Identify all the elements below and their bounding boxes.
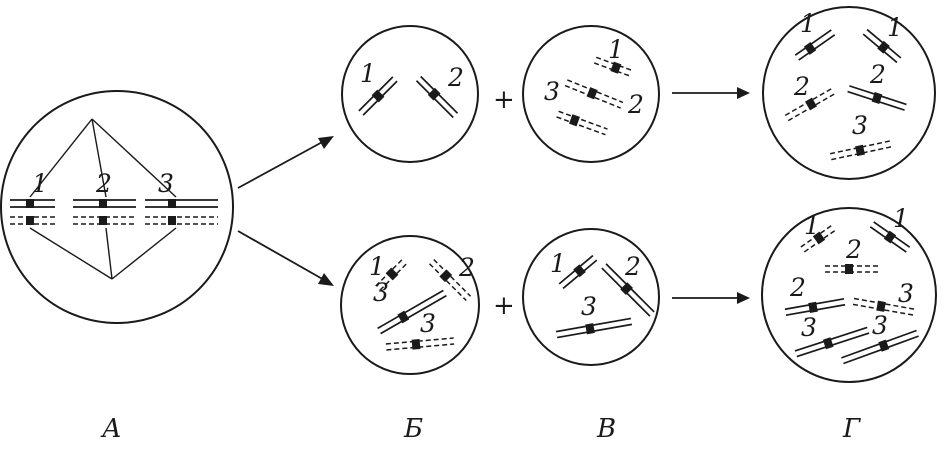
label-cell-v: В: [596, 414, 616, 444]
cell-g-top-chromosome-1a: [794, 29, 836, 61]
cell-g-top-chromosome-2b: [847, 85, 907, 111]
cell-v-bottom-label-2: 2: [624, 252, 641, 281]
cell-b-bottom-membrane: [340, 235, 480, 375]
cell-b-top: 1 2: [341, 25, 479, 163]
arrow-a-to-b-bottom: [237, 230, 334, 286]
cell-g-top-label-2b: 2: [869, 60, 886, 89]
arrow-a-to-b-top: [237, 136, 334, 189]
label-cell-a: А: [100, 414, 122, 444]
cell-a-bivalent-3: [145, 199, 218, 225]
cell-b-bottom-label-3a: 3: [373, 278, 389, 307]
cell-g-top-chromosome-2a: [784, 86, 838, 122]
cell-g-bottom-label-3a: 3: [898, 279, 914, 308]
cell-g-bottom-label-3c: 3: [872, 311, 888, 340]
cell-g-bottom-label-1b: 1: [893, 204, 909, 233]
cell-g-bottom-chromosome-1a: [800, 223, 838, 253]
cell-g-top-label-3: 3: [852, 111, 868, 140]
cell-a-label-3: 3: [158, 169, 174, 198]
cell-g-bottom-label-1a: 1: [804, 211, 820, 240]
cell-a-membrane: [0, 90, 234, 324]
cell-b-bottom-chromosome-3b: [385, 337, 455, 351]
cell-a-spindle: [29, 118, 177, 280]
cell-a: 1 2 3: [0, 90, 234, 324]
cell-b-bottom-chromosome-1: [375, 257, 409, 291]
cell-g-bottom-chromosome-3b: [794, 326, 870, 358]
cell-g-bottom: 1 1 2 2 3 3 3: [761, 204, 937, 383]
cell-v-top-label-1: 1: [608, 35, 624, 64]
label-cell-b: Б: [403, 414, 423, 444]
cell-g-bottom-chromosome-3a: [852, 297, 918, 317]
cell-g-bottom-chromosome-1b: [869, 221, 911, 253]
arrow-v-to-g-bottom: [672, 292, 750, 304]
cell-v-top-label-2: 2: [627, 90, 644, 119]
label-cell-g: Г: [842, 414, 861, 444]
cell-b-bottom-label-2: 2: [458, 253, 475, 282]
cell-v-top-chromosome-3: [556, 110, 608, 136]
cell-a-label-2: 2: [95, 169, 112, 198]
cell-g-top-chromosome-3: [829, 139, 895, 161]
cell-b-bottom: 1 2 3 3: [340, 235, 480, 375]
cell-a-bivalent-2: [73, 199, 136, 225]
cell-b-top-label-2: 2: [447, 63, 464, 92]
cell-v-bottom-chromosome-1: [558, 254, 598, 290]
cell-v-top: 1 2 3: [522, 25, 660, 163]
cell-a-label-1: 1: [32, 169, 48, 198]
cell-g-bottom-membrane: [761, 207, 937, 383]
cell-g-top-chromosome-1b: [862, 28, 902, 64]
plus-top: +: [493, 85, 515, 115]
cell-g-bottom-label-2a: 2: [845, 235, 862, 264]
cell-v-bottom-chromosome-3: [555, 317, 633, 339]
cell-b-bottom-label-3b: 3: [420, 309, 436, 338]
cell-g-top-label-2a: 2: [793, 72, 810, 101]
cell-v-bottom: 1 2 3: [522, 228, 660, 366]
cell-g-bottom-chromosome-2b: [784, 297, 846, 317]
cell-g-bottom-chromosome-2a: [825, 264, 881, 274]
cell-b-top-membrane: [341, 25, 479, 163]
cell-g-bottom-chromosome-3c: [841, 329, 919, 365]
cell-v-bottom-label-3: 3: [581, 292, 597, 321]
cell-v-top-label-3: 3: [544, 77, 560, 106]
arrow-v-to-g-top: [672, 87, 750, 99]
cell-b-top-chromosome-1: [358, 76, 398, 116]
cell-g-top-label-1b: 1: [887, 13, 903, 42]
plus-bottom: +: [493, 291, 515, 321]
cell-b-top-label-1: 1: [360, 59, 376, 88]
cell-v-bottom-label-1: 1: [550, 249, 566, 278]
cell-v-top-chromosome-2: [564, 79, 624, 109]
cell-v-bottom-chromosome-2: [601, 263, 655, 317]
cell-b-bottom-label-1: 1: [369, 252, 385, 281]
cell-g-top-label-1a: 1: [800, 9, 816, 38]
cell-v-top-chromosome-1: [593, 56, 635, 78]
cell-v-top-membrane: [522, 25, 660, 163]
cell-b-top-chromosome-2: [415, 75, 459, 119]
cell-g-bottom-label-2b: 2: [789, 273, 806, 302]
cell-b-bottom-chromosome-3a: [377, 289, 447, 335]
cell-g-top: 1 1 2 2 3: [762, 6, 936, 180]
cell-g-bottom-label-3b: 3: [801, 313, 817, 342]
cell-a-bivalent-1: [10, 199, 55, 225]
cell-g-top-membrane: [762, 6, 936, 180]
cell-v-bottom-membrane: [522, 228, 660, 366]
cell-b-bottom-chromosome-2: [428, 258, 472, 302]
